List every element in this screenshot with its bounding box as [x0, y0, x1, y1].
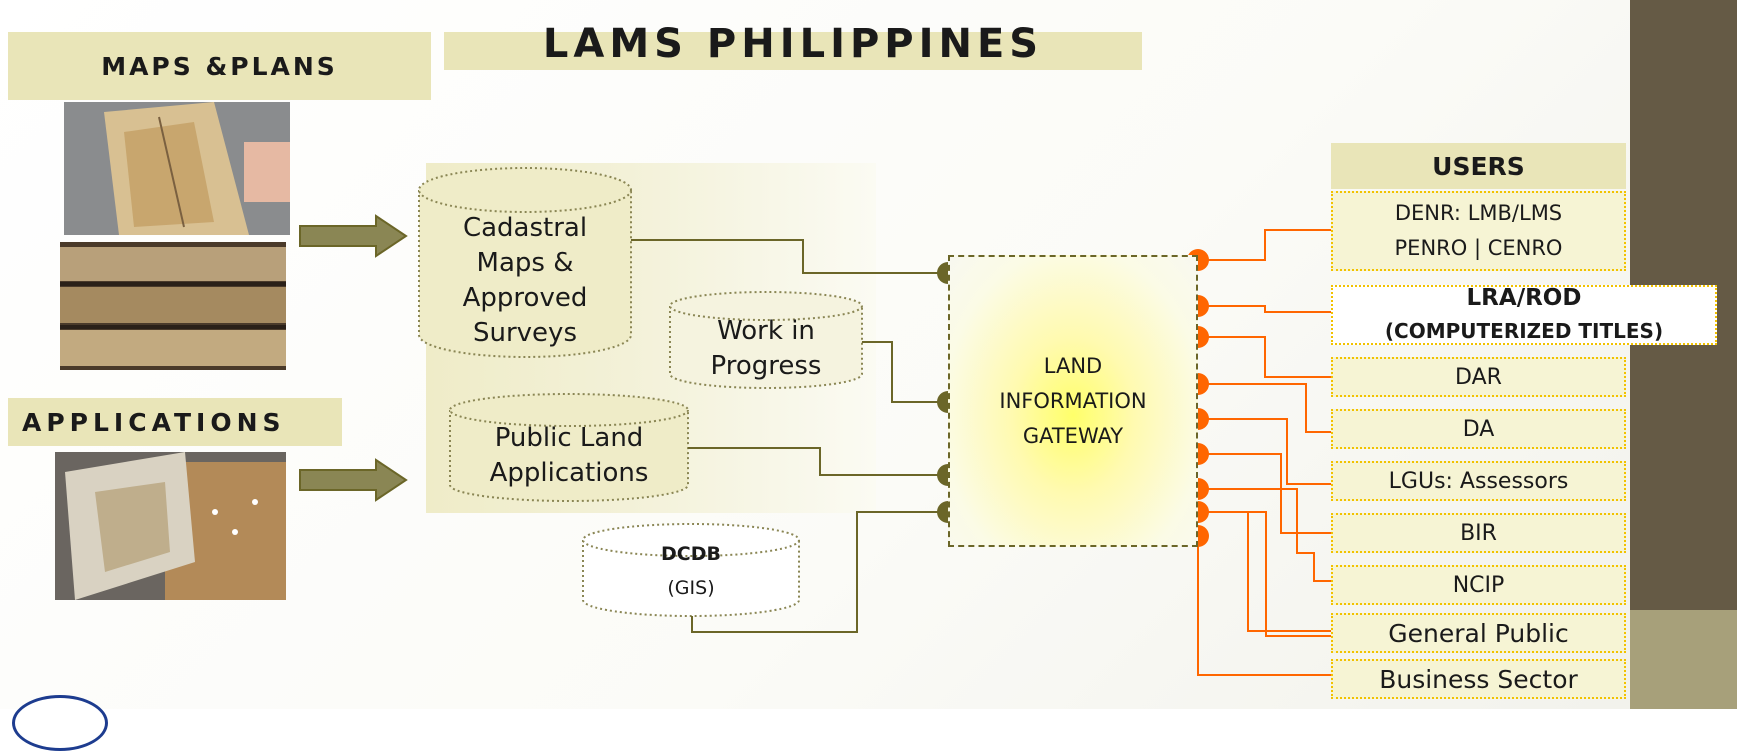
db-label-line: Applications	[489, 458, 649, 488]
user-bir: BIR	[1331, 513, 1626, 553]
db-label-line: Surveys	[473, 318, 577, 348]
right-accent-bar-light	[1630, 610, 1737, 709]
title-banner: LAMS PHILIPPINES	[444, 21, 1142, 70]
arrow-right-icon	[299, 214, 408, 258]
dcdb-title: DCDB	[661, 543, 721, 565]
user-dar: DAR	[1331, 357, 1626, 397]
gateway-label-line: INFORMATION	[999, 388, 1147, 413]
dcdb-db-cylinder	[582, 523, 800, 617]
user-denr: DENR: LMB/LMS PENRO | CENRO	[1331, 191, 1626, 271]
db-label-line: Progress	[710, 351, 822, 381]
cadastral-db-label: Cadastral Maps & Approved Surveys	[427, 211, 623, 351]
cadastral-db-cylinder	[418, 167, 632, 358]
db-label-line: Maps &	[476, 248, 574, 278]
user-denr-line: DENR: LMB/LMS	[1394, 201, 1563, 225]
slide-title: LAMS PHILIPPINES	[542, 21, 1044, 67]
db-label-line: Approved	[462, 283, 588, 313]
arrow-right-icon	[299, 458, 408, 502]
public-land-db-cylinder	[449, 393, 689, 502]
gateway-label-line: LAND	[1043, 353, 1103, 378]
user-denr-line: PENRO | CENRO	[1394, 236, 1563, 260]
public-land-db-label: Public Land Applications	[452, 421, 686, 491]
user-business-sector: Business Sector	[1331, 659, 1626, 699]
user-ncip: NCIP	[1331, 565, 1626, 605]
user-da: DA	[1331, 409, 1626, 449]
maps-plans-label: MAPS &PLANS	[101, 51, 338, 81]
applications-photo	[55, 452, 286, 600]
applications-header: APPLICATIONS	[8, 398, 342, 446]
work-db-cylinder	[669, 291, 863, 389]
db-label-line: Public Land	[494, 423, 644, 453]
user-lra-line: (COMPUTERIZED TITLES)	[1384, 319, 1664, 343]
db-label-line: Work in	[717, 316, 815, 346]
stacked-files-photo	[60, 242, 286, 370]
user-lra-line: LRA/ROD	[1466, 285, 1582, 311]
db-label-line: Cadastral	[462, 213, 588, 243]
user-lgus-assessors: LGUs: Assessors	[1331, 461, 1626, 501]
maps-plans-header: MAPS &PLANS	[8, 32, 431, 100]
logo-seal	[12, 695, 108, 751]
dcdb-subtitle: (GIS)	[667, 577, 715, 599]
users-header: USERS	[1331, 143, 1626, 189]
gateway-label-line: GATEWAY	[1022, 423, 1124, 448]
work-db-label: Work in Progress	[672, 314, 860, 384]
old-map-photo	[64, 102, 290, 235]
land-information-gateway: LAND INFORMATION GATEWAY	[948, 255, 1198, 547]
dcdb-db-label: DCDB (GIS)	[583, 540, 799, 608]
user-lra-rod: LRA/ROD (COMPUTERIZED TITLES)	[1331, 285, 1717, 345]
users-header-label: USERS	[1432, 151, 1525, 181]
user-general-public: General Public	[1331, 613, 1626, 653]
applications-label: APPLICATIONS	[22, 407, 286, 437]
